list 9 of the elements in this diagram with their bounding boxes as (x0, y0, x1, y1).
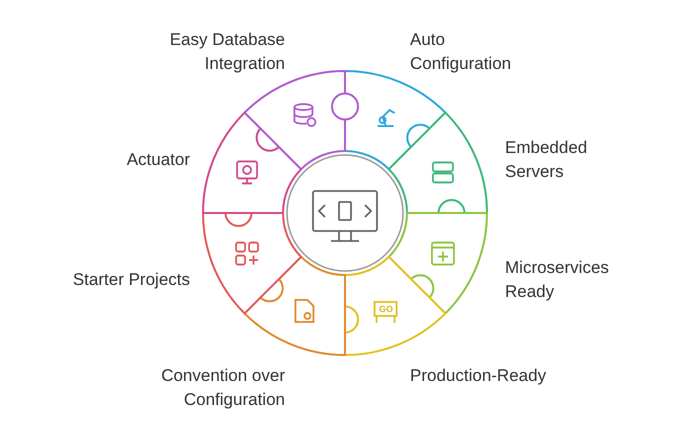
feature-label: Easy Database Integration (168, 29, 285, 75)
feature-label: Convention over Configuration (160, 365, 285, 411)
feature-label: Actuator (126, 149, 190, 171)
feature-label: Microservices Ready (505, 257, 610, 303)
sign-text: GO (379, 304, 394, 314)
feature-label: Production-Ready (410, 365, 546, 387)
feature-label: Auto Configuration (410, 29, 512, 75)
feature-label: Embedded Servers (505, 137, 588, 183)
feature-label: Starter Projects (72, 269, 190, 291)
